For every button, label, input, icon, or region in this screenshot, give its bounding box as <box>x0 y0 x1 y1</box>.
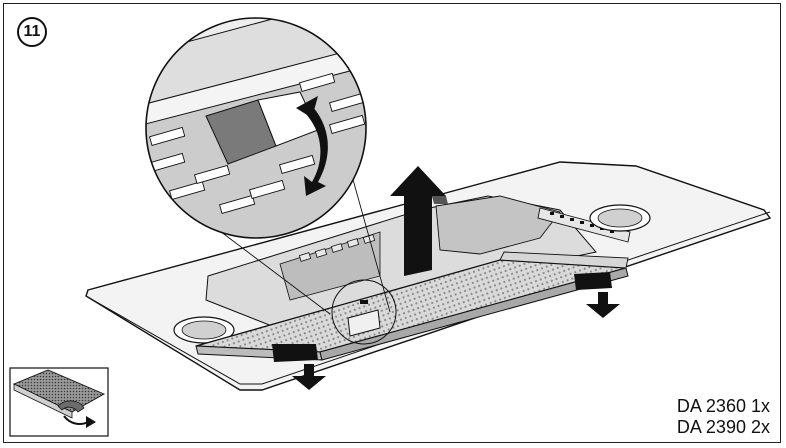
model-qty: 1x <box>750 396 770 416</box>
filter-latch <box>347 300 381 337</box>
hood-inner-tray <box>205 195 631 331</box>
model-name: DA 2390 <box>676 417 746 437</box>
step-number-badge: 11 <box>17 17 47 47</box>
lamp-right <box>589 204 651 232</box>
lamp-left <box>173 316 235 344</box>
model-note-row: DA 2360 1x <box>677 396 770 417</box>
model-qty: 2x <box>750 417 770 437</box>
lift-arrow <box>390 166 448 276</box>
release-arrow-right <box>574 272 620 318</box>
model-quantity-notes: DA 2360 1x DA 2390 2x <box>677 396 770 438</box>
model-note-row: DA 2390 2x <box>677 417 770 438</box>
step-number: 11 <box>23 23 41 40</box>
release-arrow-left <box>272 344 326 390</box>
rotate-arrow <box>296 96 328 196</box>
filter-inset <box>9 367 109 437</box>
model-name: DA 2360 <box>676 396 746 416</box>
